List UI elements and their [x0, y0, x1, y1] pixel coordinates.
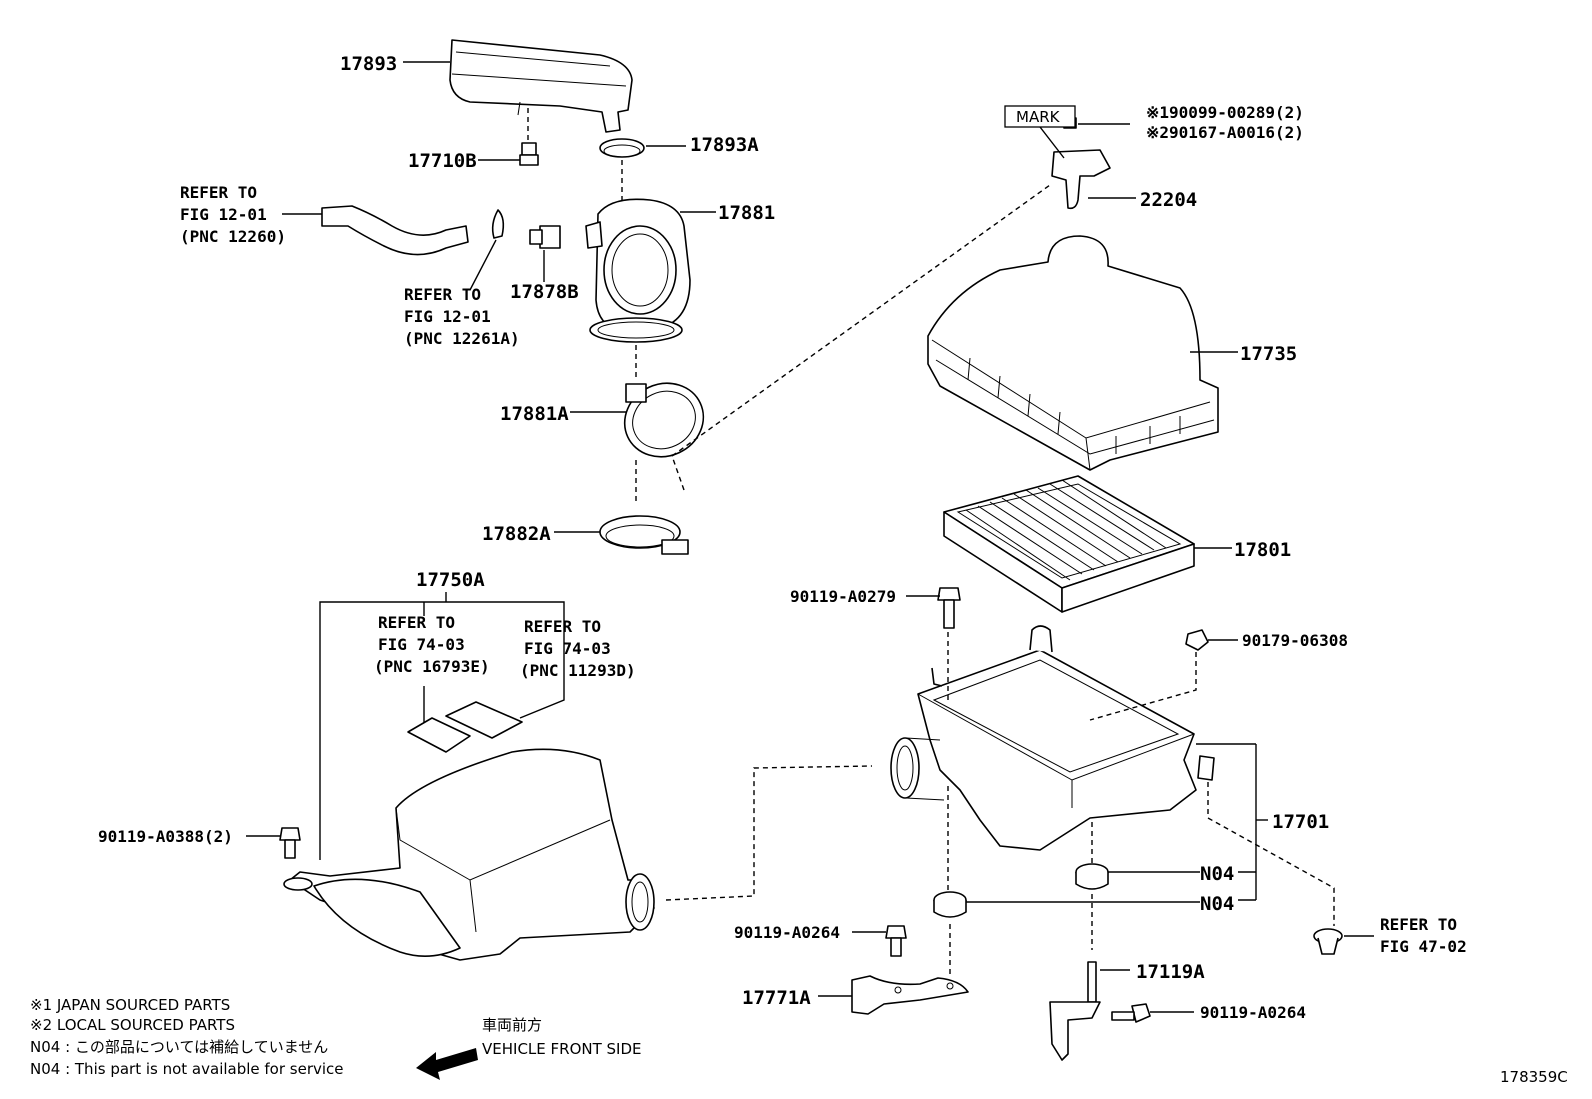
svg-text:FIG 74-03: FIG 74-03	[524, 639, 611, 658]
svg-text:REFER TO: REFER TO	[404, 285, 481, 304]
part-17893-resonator	[449, 39, 633, 133]
svg-text:(PNC 12261A): (PNC 12261A)	[404, 329, 520, 348]
svg-text:(PNC 16793E): (PNC 16793E)	[374, 657, 490, 676]
svg-text:FIG 12-01: FIG 12-01	[404, 307, 491, 326]
svg-text:REFER TO: REFER TO	[378, 613, 455, 632]
part-n04-grommet-a	[1075, 863, 1109, 890]
ref-fig-74-03-b: REFER TO FIG 74-03 (PNC 11293D)	[520, 617, 636, 680]
callout-17735: 17735	[1240, 343, 1297, 365]
part-90179-06308-nut	[1185, 629, 1209, 651]
part-17881-intake-pipe	[585, 198, 691, 343]
callout-bolt-japan: ※190099-00289(2)	[1146, 103, 1304, 122]
callout-90119-A0264-a: 90119-A0264	[734, 923, 840, 942]
callout-90119-A0388: 90119-A0388(2)	[98, 827, 233, 846]
part-90119-A0264-bolt-a	[885, 925, 907, 957]
part-17893A-clamp	[599, 138, 645, 158]
callout-17881: 17881	[718, 202, 775, 224]
part-17878B-connector	[529, 225, 561, 249]
part-ref-hose	[321, 205, 505, 256]
part-n04-grommet-b	[933, 891, 967, 918]
svg-text:(PNC 11293D): (PNC 11293D)	[520, 661, 636, 680]
part-17771A-bracket	[851, 975, 969, 1015]
mark-label: MARK	[1016, 108, 1061, 126]
part-17881A-clamp	[623, 382, 705, 458]
callout-n04-a: N04	[1200, 863, 1234, 885]
svg-text:FIG 74-03: FIG 74-03	[378, 635, 465, 654]
callout-17750A: 17750A	[416, 569, 485, 591]
svg-text:FIG 47-02: FIG 47-02	[1380, 937, 1467, 956]
part-17882A-clamp	[599, 515, 689, 555]
callout-17893: 17893	[340, 53, 397, 75]
figure-id: 178359C	[1500, 1068, 1568, 1086]
part-17801-filter	[943, 475, 1195, 613]
callout-17710B: 17710B	[408, 150, 477, 172]
part-90119-A0279-bolt	[937, 587, 961, 629]
callout-17881A: 17881A	[500, 403, 569, 425]
ref-fig-12-01-b: REFER TO FIG 12-01 (PNC 12261A)	[404, 285, 520, 348]
callout-90119-A0279: 90119-A0279	[790, 587, 896, 606]
ref-fig-47-02: REFER TO FIG 47-02	[1380, 915, 1467, 956]
part-90119-A0388-bolt	[279, 827, 301, 859]
part-sticker-16793E	[407, 717, 471, 753]
callout-17893A: 17893A	[690, 134, 759, 156]
callout-17119A: 17119A	[1136, 961, 1205, 983]
part-17701-cleaner-case	[890, 625, 1215, 851]
callout-17701: 17701	[1272, 811, 1329, 833]
callout-90179-06308: 90179-06308	[1242, 631, 1348, 650]
callout-17882A: 17882A	[482, 523, 551, 545]
callout-17878B: 17878B	[510, 281, 579, 303]
part-17119A-stud-bracket	[1049, 961, 1101, 1061]
ref-fig-12-01-a: REFER TO FIG 12-01 (PNC 12260)	[180, 183, 286, 246]
svg-text:車両前方: 車両前方	[482, 1016, 542, 1034]
svg-text:※2 LOCAL SOURCED PARTS: ※2 LOCAL SOURCED PARTS	[30, 1016, 235, 1034]
svg-text:(PNC 12260): (PNC 12260)	[180, 227, 286, 246]
callout-17771A: 17771A	[742, 987, 811, 1009]
callout-n04-b: N04	[1200, 893, 1234, 915]
part-sticker-11293D	[445, 701, 523, 739]
svg-text:FIG 12-01: FIG 12-01	[180, 205, 267, 224]
svg-text:REFER TO: REFER TO	[1380, 915, 1457, 934]
part-22204-maf-sensor	[1051, 117, 1111, 210]
svg-text:N04 : この部品については補給していません: N04 : この部品については補給していません	[30, 1038, 328, 1056]
svg-text:REFER TO: REFER TO	[524, 617, 601, 636]
part-90119-A0264-bolt-b	[1111, 1003, 1151, 1023]
part-17750A-inlet-duct	[283, 748, 655, 961]
part-ref-clip	[1313, 928, 1343, 955]
part-17710B-clip	[519, 142, 539, 166]
svg-text:N04 : This part is not availab: N04 : This part is not available for ser…	[30, 1060, 344, 1078]
legend: ※1 JAPAN SOURCED PARTS ※2 LOCAL SOURCED …	[30, 996, 642, 1078]
callout-90119-A0264-b: 90119-A0264	[1200, 1003, 1306, 1022]
callout-17801: 17801	[1234, 539, 1291, 561]
vehicle-front-arrow	[416, 1048, 478, 1080]
part-17735-cleaner-cap	[927, 235, 1219, 471]
callout-bolt-local: ※290167-A0016(2)	[1146, 123, 1304, 142]
ref-fig-74-03-a: REFER TO FIG 74-03 (PNC 16793E)	[374, 613, 490, 676]
svg-text:VEHICLE FRONT SIDE: VEHICLE FRONT SIDE	[482, 1040, 642, 1058]
callout-22204: 22204	[1140, 189, 1197, 211]
svg-text:REFER TO: REFER TO	[180, 183, 257, 202]
svg-text:※1 JAPAN SOURCED PARTS: ※1 JAPAN SOURCED PARTS	[30, 996, 230, 1014]
